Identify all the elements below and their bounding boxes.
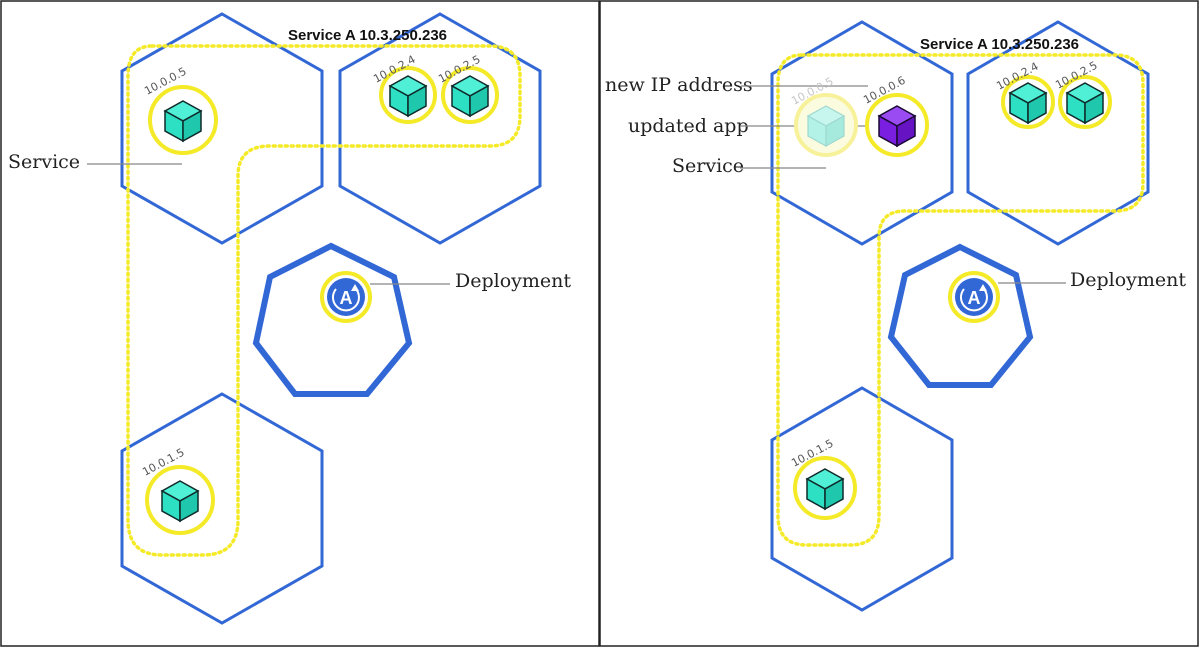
updated-app-label: updated app [628, 115, 749, 137]
deployment-letter: A [968, 288, 981, 308]
service-label: Service [672, 155, 744, 177]
node-top-left [120, 12, 324, 245]
deployment: A Deployment [320, 270, 571, 323]
node-bottom [770, 386, 954, 612]
service-a-title: Service A 10.3.250.236 [920, 36, 1079, 53]
service-a-boundary [126, 44, 522, 557]
deployment-label: Deployment [455, 270, 571, 292]
left-panel: Service A 10.3.250.236 Service 10.0.0.5 … [0, 0, 600, 647]
deployment-node [252, 242, 413, 397]
deployment-label: Deployment [1070, 269, 1186, 291]
node-bottom [120, 392, 324, 625]
service-label: Service [8, 151, 80, 173]
service-a-title: Service A 10.3.250.236 [288, 27, 447, 44]
new-ip-address-label: new IP address [605, 74, 753, 96]
right-panel: Service A 10.3.250.236 new IP address up… [599, 0, 1199, 647]
deployment-letter: A [340, 288, 353, 308]
service-a-boundary [776, 53, 1145, 547]
node-top-left [770, 20, 954, 246]
node-top-right [966, 20, 1150, 246]
deployment: A Deployment [948, 269, 1186, 323]
node-top-right [338, 12, 542, 245]
